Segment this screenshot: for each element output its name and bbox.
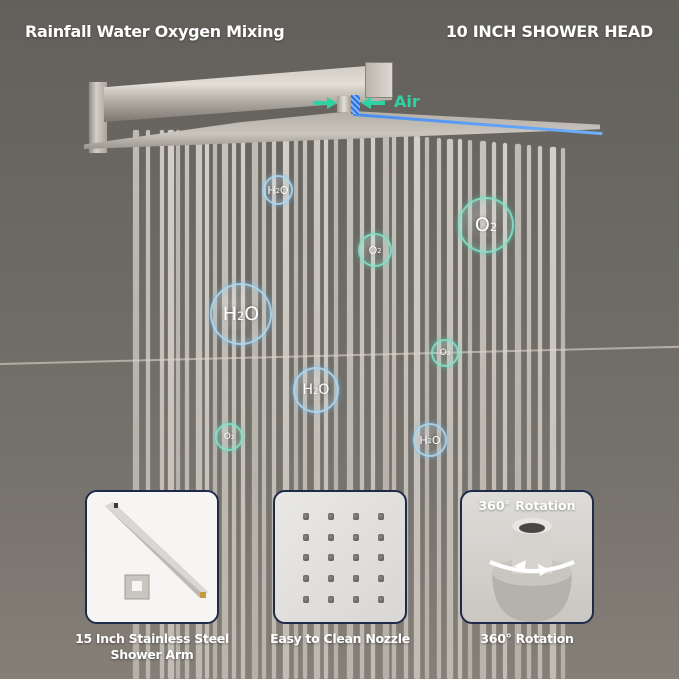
- nozzle: [327, 575, 334, 583]
- caption-line-2: Shower Arm: [110, 647, 194, 662]
- water-stream: [447, 138, 453, 679]
- caption-rotation: 360° Rotation: [480, 631, 574, 646]
- shower-arm-image: [87, 492, 217, 622]
- water-stream: [232, 130, 236, 679]
- nozzle: [377, 575, 384, 583]
- nozzle: [352, 575, 359, 583]
- water-stream: [241, 130, 245, 679]
- nozzle: [352, 596, 359, 604]
- water-stream: [222, 130, 228, 679]
- nozzle: [327, 596, 334, 604]
- nozzle: [377, 554, 384, 562]
- nozzle: [302, 533, 309, 541]
- caption-nozzle: Easy to Clean Nozzle: [270, 631, 410, 646]
- nozzle: [302, 554, 309, 562]
- air-intake-gap: [351, 95, 360, 114]
- nozzle: [302, 596, 309, 604]
- water-stream: [252, 130, 258, 679]
- nozzle: [377, 512, 384, 520]
- feature-card-shower-arm: [85, 490, 219, 624]
- feature-card-rotation: 360° Rotation: [460, 490, 594, 624]
- caption-shower-arm: 15 Inch Stainless Steel Shower Arm: [62, 631, 242, 663]
- nozzle: [352, 554, 359, 562]
- rotation-overlay-title: 360° Rotation: [478, 498, 576, 513]
- nozzle: [352, 533, 359, 541]
- water-stream: [414, 135, 420, 679]
- nozzle: [302, 512, 309, 520]
- shower-head-connector: [337, 96, 351, 112]
- nozzle: [327, 512, 334, 520]
- arrow-right-icon: [313, 97, 337, 109]
- air-label: Air: [394, 92, 420, 111]
- water-stream: [262, 130, 266, 679]
- tile-grout-line: [0, 345, 679, 365]
- shower-arm-elbow: [365, 62, 393, 98]
- nozzle: [377, 596, 384, 604]
- nozzle: [377, 533, 384, 541]
- nozzle: [327, 554, 334, 562]
- nozzle: [352, 512, 359, 520]
- title-oxygen-mixing: Rainfall Water Oxygen Mixing: [25, 22, 285, 41]
- feature-card-nozzle: [273, 490, 407, 624]
- water-stream: [425, 136, 429, 679]
- title-shower-head-size: 10 INCH SHOWER HEAD: [445, 22, 653, 41]
- water-stream: [437, 137, 441, 679]
- swivel-connector-image: [489, 518, 575, 622]
- nozzle-image: [293, 506, 393, 610]
- arrow-left-icon: [361, 97, 385, 109]
- nozzle: [327, 533, 334, 541]
- caption-line-1: 15 Inch Stainless Steel: [75, 631, 229, 646]
- nozzle: [302, 575, 309, 583]
